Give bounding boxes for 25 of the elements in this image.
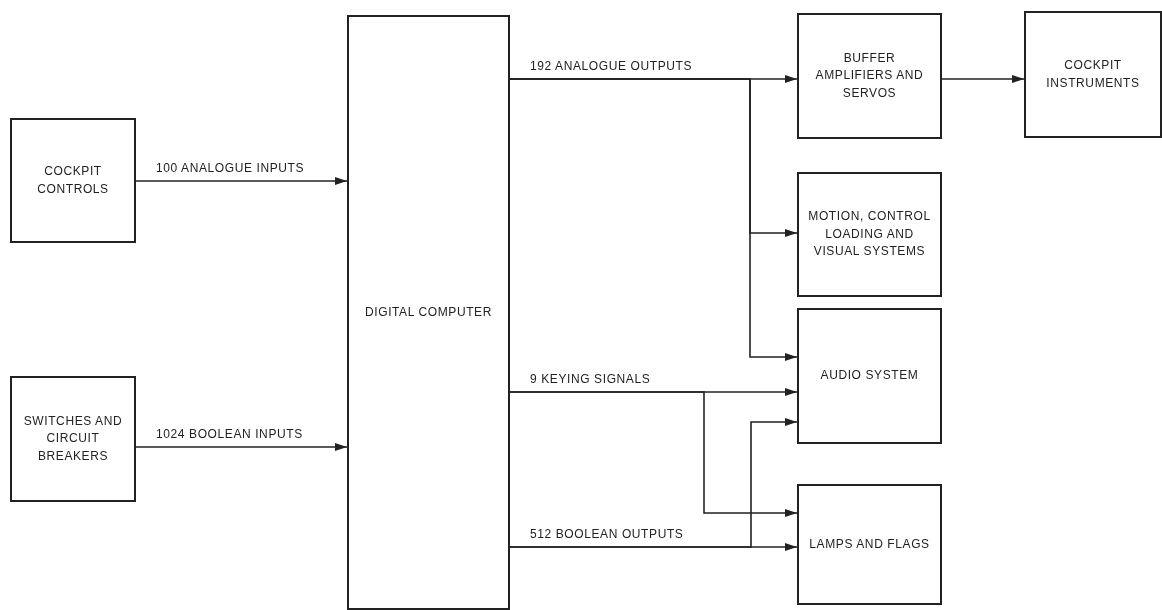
arrow bbox=[509, 418, 798, 548]
box-label: AUDIO SYSTEM bbox=[819, 367, 920, 385]
box-label: MOTION, CONTROL LOADING AND VISUAL SYSTEMS bbox=[807, 208, 932, 261]
box-label: LAMPS AND FLAGS bbox=[808, 535, 931, 553]
process-box bbox=[797, 484, 942, 605]
process-box bbox=[797, 308, 942, 444]
box-label: COCKPIT INSTRUMENTS bbox=[1045, 57, 1141, 92]
arrow bbox=[509, 391, 798, 517]
box-label: COCKPIT CONTROLS bbox=[36, 163, 110, 198]
process-box bbox=[347, 15, 510, 610]
arrow bbox=[941, 75, 1025, 83]
arrow bbox=[509, 78, 798, 361]
box-label: SWITCHES AND CIRCUIT BREAKERS bbox=[22, 412, 124, 465]
process-box bbox=[797, 13, 942, 139]
arrow bbox=[135, 177, 348, 185]
process-box bbox=[1024, 11, 1162, 138]
process-box bbox=[10, 118, 136, 243]
arrow bbox=[135, 443, 348, 451]
box-label: DIGITAL COMPUTER bbox=[364, 303, 493, 321]
process-box bbox=[10, 376, 136, 502]
edge-label: 1024 BOOLEAN INPUTS bbox=[154, 427, 305, 441]
edge-label: 512 BOOLEAN OUTPUTS bbox=[528, 527, 686, 541]
edge-label: 9 KEYING SIGNALS bbox=[528, 372, 653, 386]
process-box bbox=[797, 172, 942, 297]
box-label: BUFFER AMPLIFIERS AND SERVOS bbox=[814, 49, 925, 102]
